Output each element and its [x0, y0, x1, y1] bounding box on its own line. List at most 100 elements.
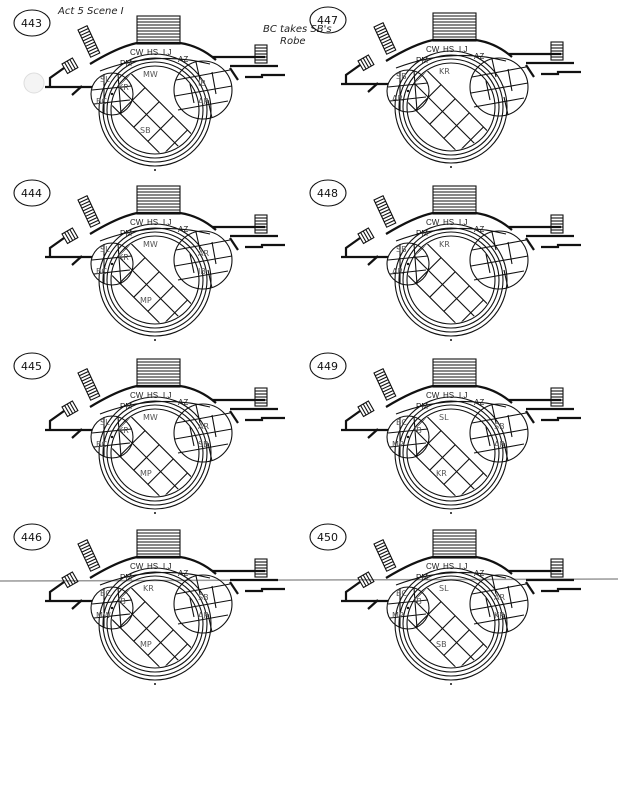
label-az: AZ: [178, 569, 188, 578]
cue-number: 448: [317, 187, 338, 200]
ring-step: [102, 571, 208, 677]
upstage-wall: [89, 211, 217, 235]
left-turntable: [90, 586, 134, 630]
stage-right-wall: [212, 398, 285, 422]
center-mark: [154, 339, 156, 341]
actor-mark: KR: [439, 67, 450, 76]
right-stair-icon: [550, 214, 564, 234]
door-right: [229, 410, 239, 424]
upstage-wall: [385, 38, 513, 62]
ring-step: [398, 227, 504, 333]
door-left: [367, 255, 379, 266]
label-cw: CW: [426, 218, 440, 227]
ring-step: [106, 575, 204, 673]
actor-mark: MP: [140, 469, 152, 478]
left-turntable: [386, 415, 430, 459]
right-stair-icon: [254, 387, 268, 407]
actor-mark: KR: [118, 83, 129, 92]
left-turntable: [386, 69, 430, 113]
ring-step: [406, 62, 496, 152]
upstage-wall: [89, 555, 217, 579]
label-hs: HS: [443, 391, 454, 400]
upstage-stair-icon: [432, 529, 477, 559]
binder-hole: [23, 72, 45, 94]
actor-mark: AR: [494, 593, 505, 602]
small-stair-icon: [357, 227, 375, 245]
right-stair-icon: [550, 558, 564, 578]
door-left: [367, 428, 379, 439]
scan-streak: [0, 578, 618, 582]
cue-number-circle: [13, 523, 51, 551]
label-hs: HS: [147, 218, 158, 227]
actor-mark: SB: [140, 126, 151, 135]
actor-mark: IB: [118, 597, 126, 606]
left-turntable: [386, 586, 430, 630]
door-right: [525, 64, 535, 78]
small-stair-icon: [61, 400, 79, 418]
right-stair-icon: [254, 44, 268, 64]
actor-mark: MP: [140, 296, 152, 305]
upstage-stair-icon: [432, 12, 477, 42]
actor-mark: SB: [494, 422, 505, 431]
actor-mark: SL: [100, 75, 110, 84]
actor-mark: SL: [100, 418, 110, 427]
actor-mark: KR: [118, 253, 129, 262]
small-stair-icon: [61, 227, 79, 245]
ring-step: [402, 231, 500, 329]
door-right: [229, 67, 239, 81]
actor-mark: KR: [436, 469, 447, 478]
door-left: [367, 599, 379, 610]
stage-right-wall: [212, 55, 285, 79]
door-left: [71, 85, 83, 96]
stage-left-wall: [45, 410, 92, 432]
door-right: [525, 410, 535, 424]
label-pm: PM: [416, 402, 428, 411]
ring-step: [102, 227, 208, 333]
ring-step: [402, 404, 500, 502]
actor-mark: IB: [198, 79, 206, 88]
center-mark: [154, 683, 156, 685]
actor-mark: AR: [198, 422, 209, 431]
upstage-wall: [385, 211, 513, 235]
right-turntable: [173, 60, 233, 120]
actor-mark: IB: [414, 426, 422, 435]
right-turntable: [173, 230, 233, 290]
label-lj: LJ: [163, 218, 171, 227]
cue-number: 447: [317, 14, 338, 27]
upstage-stair-icon: [136, 529, 181, 559]
actor-mark: SL: [100, 245, 110, 254]
left-turntable: [90, 415, 134, 459]
stage-right-wall: [508, 52, 581, 76]
right-stair-icon: [254, 214, 268, 234]
small-stair-icon: [61, 57, 79, 75]
center-mark: [450, 512, 452, 514]
left-turntable: [386, 242, 430, 286]
actor-mark: BC: [96, 440, 107, 449]
cue-number: 446: [21, 531, 42, 544]
label-cw: CW: [426, 391, 440, 400]
label-cw: CW: [426, 45, 440, 54]
label-cw: CW: [130, 48, 144, 57]
door-right: [229, 237, 239, 251]
ring-step: [110, 235, 200, 325]
cue-number-circle: [309, 352, 347, 380]
cue-number-circle: [309, 179, 347, 207]
label-lj: LJ: [163, 391, 171, 400]
small-stair-icon: [61, 571, 79, 589]
upstage-wall: [385, 384, 513, 408]
door-right: [525, 237, 535, 251]
actor-mark: AR: [392, 267, 403, 276]
label-az: AZ: [474, 52, 484, 61]
label-az: AZ: [474, 569, 484, 578]
right-turntable: [469, 57, 529, 117]
ring-step: [102, 57, 208, 163]
door-right: [229, 581, 239, 595]
left-stair-icon: [77, 25, 101, 58]
actor-mark: MW: [143, 240, 158, 249]
stage-left-wall: [45, 237, 92, 259]
label-cw: CW: [130, 218, 144, 227]
actor-mark: MP: [392, 440, 404, 449]
